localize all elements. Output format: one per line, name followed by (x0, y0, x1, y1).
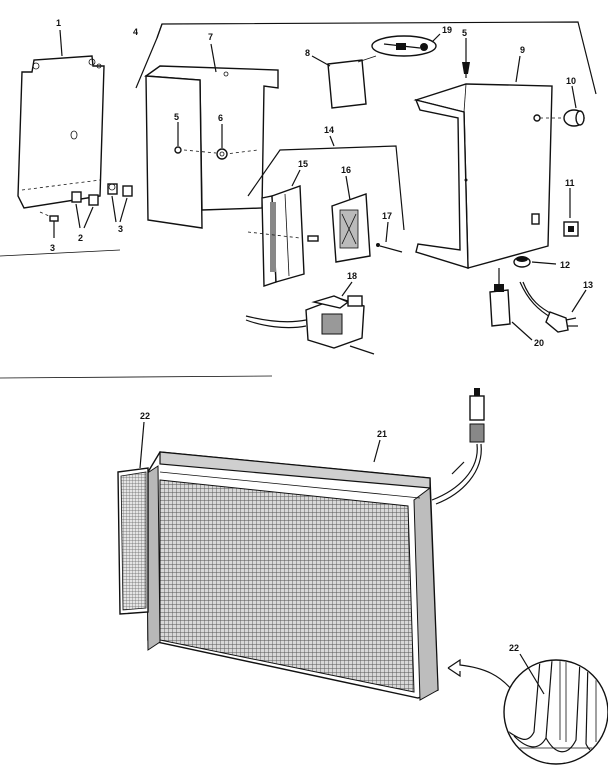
cell-connector-cord (431, 388, 485, 505)
callout-20: 20 (534, 338, 544, 348)
cover-plate (311, 55, 377, 109)
separator-line-upper (0, 249, 121, 257)
callout-labels: 1 2 3 3 4 5 5 6 7 8 9 10 11 12 13 14 15 … (50, 18, 593, 653)
callout-16: 16 (341, 165, 351, 175)
callout-6: 6 (218, 113, 223, 123)
callout-22a: 22 (140, 411, 150, 421)
callout-9: 9 (520, 45, 525, 55)
detail-magnifier (447, 653, 608, 765)
rocker-switch (563, 188, 579, 237)
front-cabinet-shell (144, 43, 279, 229)
outer-case (413, 38, 553, 269)
assembly-bracket-4 (135, 21, 597, 95)
callout-18: 18 (347, 271, 357, 281)
separator-line-lower (0, 375, 273, 379)
callout-3b: 3 (118, 224, 123, 234)
callout-11: 11 (565, 178, 575, 188)
callout-1: 1 (56, 18, 61, 28)
callout-15: 15 (298, 159, 308, 169)
motor-assembly (245, 281, 375, 355)
callout-3a: 3 (50, 243, 55, 253)
power-cord-plug (519, 281, 587, 333)
callout-10: 10 (566, 76, 576, 86)
pre-filter-screen (117, 421, 149, 615)
callout-8: 8 (305, 48, 310, 58)
electronic-cell-frame (145, 439, 439, 701)
callout-4: 4 (133, 27, 138, 37)
callout-5b: 5 (462, 28, 467, 38)
small-hardware-parts (39, 183, 133, 238)
callout-2a: 2 (78, 233, 83, 243)
strain-relief-bushing (513, 256, 557, 268)
control-knob (533, 85, 585, 127)
grommet-assembly (371, 33, 441, 57)
callout-7: 7 (208, 32, 213, 42)
mounting-bracket (247, 169, 319, 287)
callout-12: 12 (560, 260, 570, 270)
callout-22b: 22 (509, 643, 519, 653)
callout-19: 19 (442, 25, 452, 35)
callout-14: 14 (324, 125, 334, 135)
callout-21: 21 (377, 429, 387, 439)
callout-13: 13 (583, 280, 593, 290)
screw (376, 221, 403, 253)
subassembly-bracket-14 (247, 135, 405, 231)
back-panel (17, 29, 105, 209)
callout-5a: 5 (174, 112, 179, 122)
plug-connector (489, 268, 533, 341)
control-board (331, 175, 371, 263)
callout-17: 17 (382, 211, 392, 221)
